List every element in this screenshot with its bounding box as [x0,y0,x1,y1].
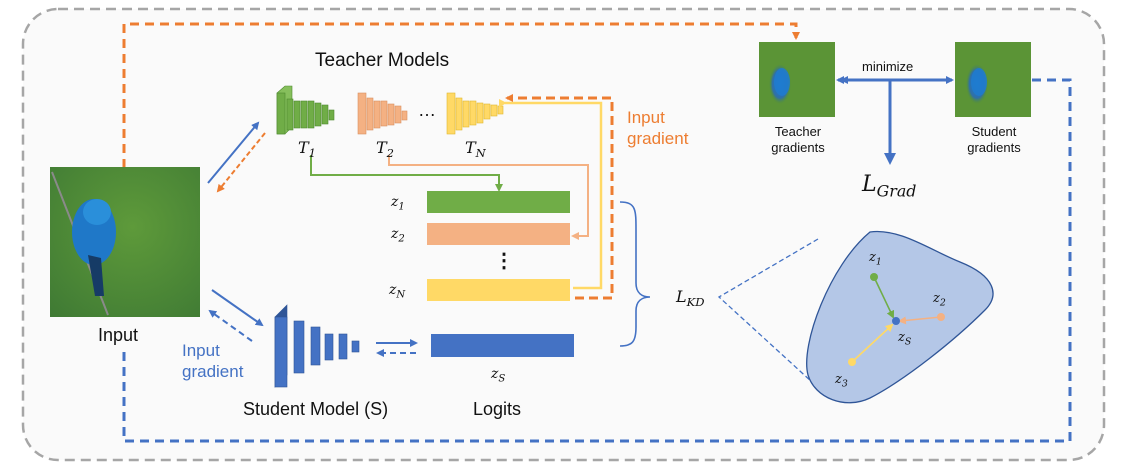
logits-brace [619,201,651,347]
embed-label-z3: z3 [835,372,848,390]
point-zs [892,317,900,325]
logit-bar-z1 [427,191,570,213]
t2-to-z2-arrow [388,155,589,240]
lkd-callout-lines [717,238,819,383]
logits-label: Logits [473,399,522,419]
teacher-gradient-image [759,42,835,117]
tn-to-zn-arrow [499,99,603,290]
logit-label-z1: z1 [391,194,405,213]
loss-grad-label: LGrad [862,172,917,201]
logit-label-zn: zN [389,282,406,301]
input-label: Input [98,325,139,345]
teacher-models-title: Teacher Models [315,50,450,71]
teacher-gradient-path [122,22,800,168]
teacher-model-2 [357,92,408,135]
z2-to-zs-arrow [898,316,942,325]
embed-label-z2: z2 [933,291,946,309]
student-model-label: Student Model (S) [243,399,389,419]
z3-to-zs-arrow [851,323,894,363]
logit-label-zs: zS [491,366,506,385]
t1-to-z1-arrow [310,155,503,192]
teacher-to-input-grad-arrow [216,132,266,193]
embed-label-zs: zS [898,330,912,348]
teacher-model-1 [276,85,335,135]
teacher-label-t1: T1 [298,138,316,161]
point-z1 [870,273,878,281]
logit-bar-zn [427,279,570,301]
logit-bar-z2 [427,223,570,245]
student-to-input-grad-arrow [208,309,253,342]
minimize-label: minimize [862,59,914,74]
logit-vdots: ⋮ [494,250,514,272]
teacher-model-n [446,92,504,135]
student-model [274,304,360,388]
input-image [50,167,200,317]
loss-kd-label: LKD [676,287,705,310]
input-to-teacher-arrow [207,121,260,184]
z1-to-zs-arrow [873,276,895,319]
point-z3 [848,358,856,366]
logit-bar-zs [431,334,574,357]
logit-label-z2: z2 [391,226,405,245]
teacher-ellipsis: … [418,100,436,120]
embed-label-z1: z1 [869,250,882,268]
student-gradient-image [955,42,1031,117]
point-z2 [937,313,945,321]
teacher-label-tn: TN [465,138,486,161]
teacher-label-t2: T2 [376,138,394,161]
input-to-student-arrow [211,289,264,327]
teacher-input-gradient-path [505,94,614,300]
